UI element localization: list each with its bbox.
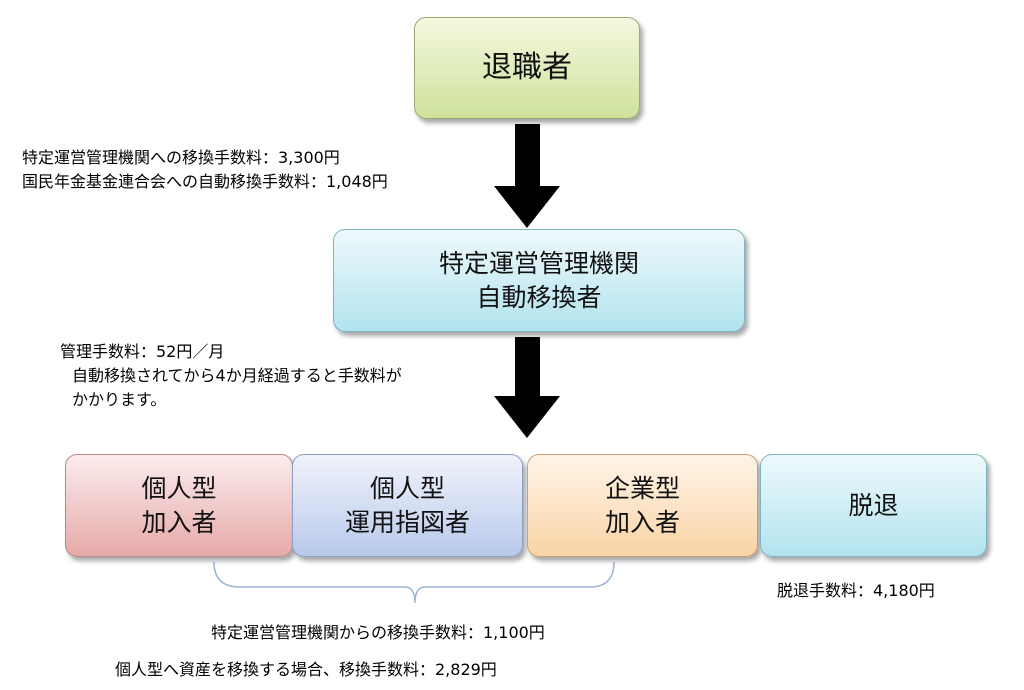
arrow-down-1 (494, 124, 560, 228)
transfer-from-org-fee-note: 特定運営管理機関からの移換手数料：1,100円 (211, 621, 545, 645)
individual-member-line2: 加入者 (141, 507, 217, 537)
auto-transfer-label-line2: 自動移換者 (476, 282, 602, 312)
withdrawal-fee-text: 脱退手数料：4,180円 (777, 581, 935, 600)
corporate-member-line1: 企業型 (604, 473, 680, 503)
corporate-member-line2: 加入者 (604, 507, 680, 537)
management-fee-line1: 管理手数料：52円／月 (60, 342, 225, 361)
management-fee-note: 管理手数料：52円／月 自動移換されてから4か月経過すると手数料が かかります。 (60, 340, 402, 412)
transfer-fee-line1: 特定運営管理機関への移換手数料：3,300円 (22, 148, 340, 167)
individual-member-node: 個人型 加入者 (65, 454, 293, 557)
retiree-node: 退職者 (414, 17, 640, 119)
individual-member-line1: 個人型 (141, 473, 217, 503)
transfer-to-individual-fee-text: 個人型へ資産を移換する場合、移換手数料：2,829円 (115, 660, 497, 679)
arrow-down-2 (494, 337, 560, 438)
management-fee-line3: かかります。 (72, 390, 167, 409)
transfer-fee-note: 特定運営管理機関への移換手数料：3,300円 国民年金基金連合会への自動移換手数… (22, 146, 388, 194)
retiree-label: 退職者 (482, 50, 572, 85)
transfer-to-individual-fee-note: 個人型へ資産を移換する場合、移換手数料：2,829円 (115, 658, 497, 682)
transfer-fee-line2: 国民年金基金連合会への自動移換手数料：1,048円 (22, 172, 388, 191)
withdrawal-node: 脱退 (760, 454, 987, 557)
management-fee-line2: 自動移換されてから4か月経過すると手数料が (72, 366, 402, 385)
corporate-member-node: 企業型 加入者 (527, 454, 758, 557)
individual-operator-line1: 個人型 (369, 473, 445, 503)
individual-operator-node: 個人型 運用指図者 (292, 454, 523, 557)
auto-transfer-node: 特定運営管理機関 自動移換者 (333, 229, 745, 332)
individual-operator-line2: 運用指図者 (344, 507, 470, 537)
withdrawal-fee-note: 脱退手数料：4,180円 (777, 579, 935, 603)
group-brace (213, 561, 615, 604)
auto-transfer-label-line1: 特定運営管理機関 (438, 248, 639, 278)
transfer-from-org-fee-text: 特定運営管理機関からの移換手数料：1,100円 (211, 623, 545, 642)
withdrawal-label: 脱退 (848, 490, 899, 520)
